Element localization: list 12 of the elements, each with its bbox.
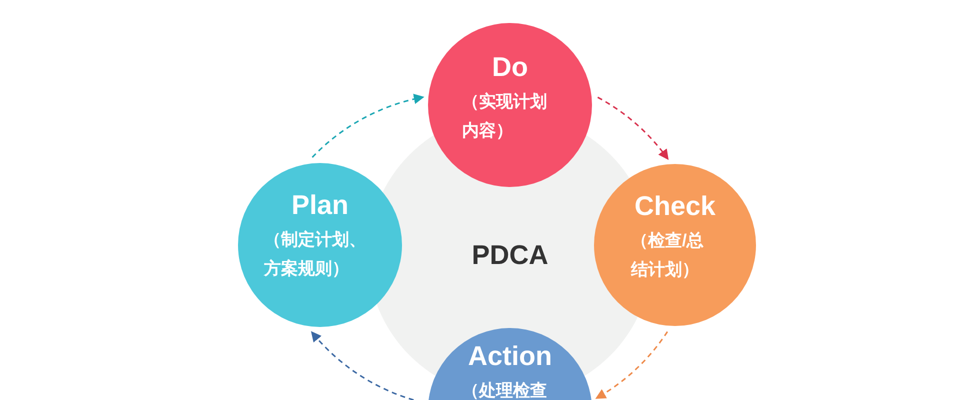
step-description: （实现计划内容） — [462, 91, 548, 142]
step-title: Action — [468, 340, 552, 372]
step-description: （检查/总结计划） — [631, 230, 705, 281]
step-description: （处理检查 — [462, 380, 548, 400]
arrow — [312, 94, 424, 158]
arrow — [597, 96, 669, 160]
center-label: PDCA — [465, 233, 555, 277]
step-title: Do — [492, 51, 528, 83]
arrow — [595, 331, 668, 399]
step-title: Plan — [291, 189, 349, 221]
step-title: Check — [634, 190, 716, 222]
step-description: （制定计划、方案规则） — [264, 229, 367, 280]
